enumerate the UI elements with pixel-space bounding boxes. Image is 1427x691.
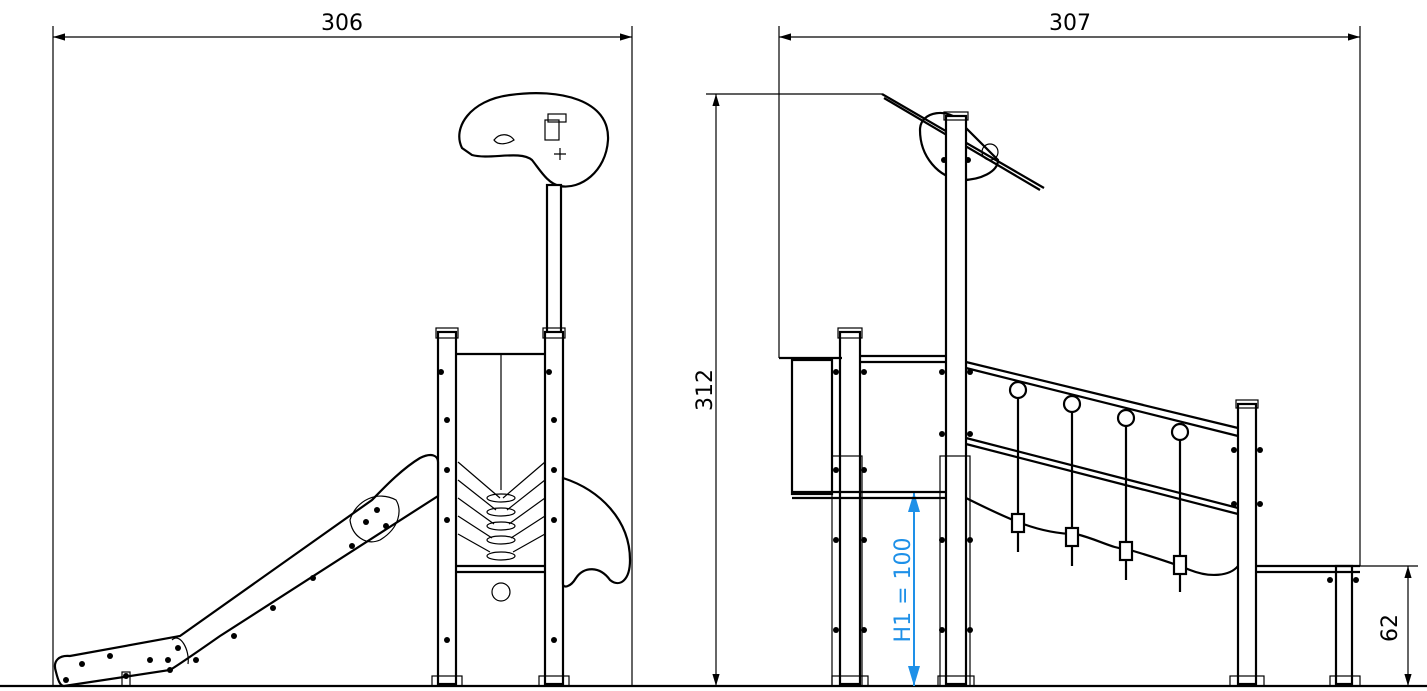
climbing-net-left [457,461,546,602]
platform-height-dimension: H1 = 100 [891,492,920,686]
width-dimension-right: 307 [778,11,1361,566]
head-panel [458,92,610,188]
step-height-dimension-label: 62 [1378,614,1403,642]
step-height-dimension: 62 [1360,565,1418,686]
right-view: 307 312 62 H1 = 100 [693,11,1418,687]
slide [53,453,440,688]
platform-height-label: H1 = 100 [891,538,916,643]
width-dimension-right-label: 307 [1049,11,1091,36]
height-dimension-label: 312 [693,369,718,411]
width-dimension-left: 306 [52,11,633,686]
height-dimension: 312 [693,93,882,686]
width-dimension-left-label: 306 [321,11,363,36]
left-view: 306 [52,11,633,688]
climbing-net-right [1008,380,1190,592]
